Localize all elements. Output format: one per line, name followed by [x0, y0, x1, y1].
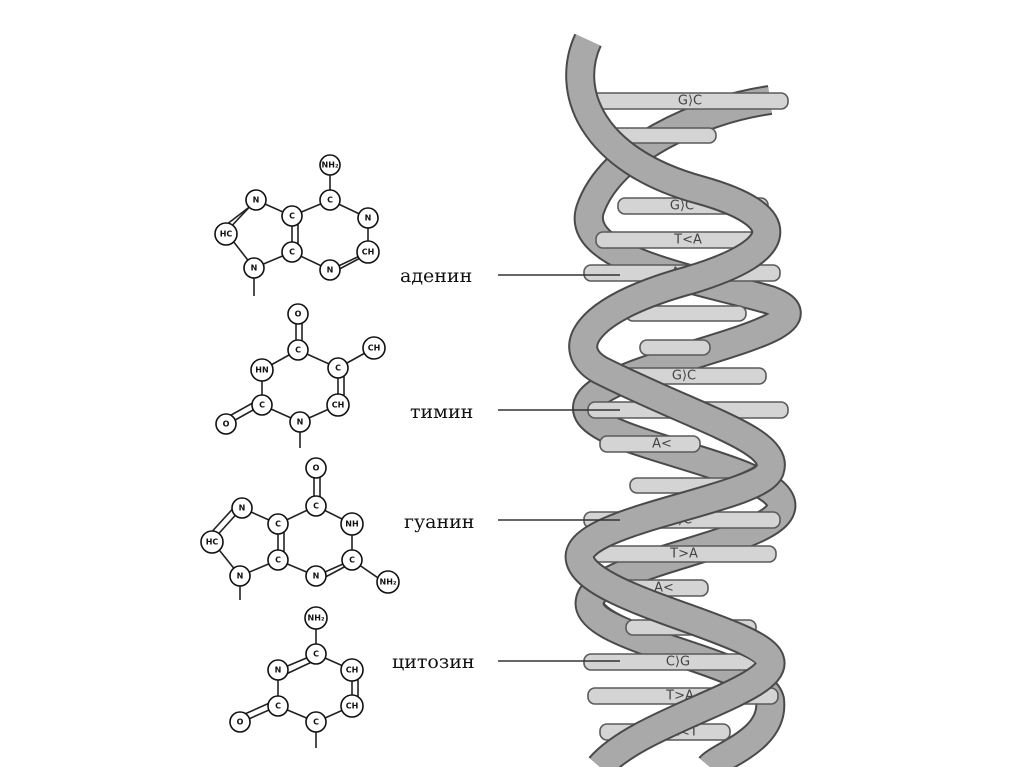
atom-c: C — [282, 206, 302, 226]
atom-nh2: NH₂ — [320, 155, 340, 175]
svg-text:C: C — [259, 401, 265, 410]
svg-text:NH₂: NH₂ — [380, 578, 397, 587]
base-pair: G⟩C — [588, 93, 788, 109]
atom-o: O — [230, 712, 250, 732]
atom-n: N — [320, 260, 340, 280]
atom-o: O — [306, 458, 326, 478]
svg-text:N: N — [275, 666, 282, 675]
atom-ch: CH — [363, 337, 385, 359]
svg-text:G⟩C: G⟩C — [672, 369, 696, 384]
svg-text:T>A: T>A — [669, 547, 698, 562]
atom-c: C — [306, 644, 326, 664]
atom-n: N — [244, 258, 264, 278]
base-pair: T>A — [586, 546, 776, 562]
atom-ch: CH — [327, 394, 349, 416]
svg-text:O: O — [313, 464, 320, 473]
svg-text:O: O — [223, 420, 230, 429]
atom-c: C — [342, 550, 362, 570]
atom-ch: CH — [341, 659, 363, 681]
atom-n: N — [230, 566, 250, 586]
thymine-structure: O C CH HN C C CH O N — [216, 304, 385, 448]
atom-hn: HN — [251, 359, 273, 381]
svg-text:NH₂: NH₂ — [322, 161, 339, 170]
dna-helix: G⟩C G⟩C T<A A⟨T G⟩C T>A A< G⟩C T>A A< C⟩… — [580, 40, 788, 767]
svg-text:CH: CH — [368, 344, 381, 353]
atom-n: N — [290, 412, 310, 432]
base-pair: A< — [600, 436, 700, 452]
atom-c: C — [328, 358, 348, 378]
svg-text:CH: CH — [346, 702, 359, 711]
atom-nh2: NH₂ — [377, 571, 399, 593]
atom-hc: HC — [215, 223, 237, 245]
adenine-structure: NH₂ C N N C HC C CH N N — [215, 155, 379, 296]
atom-hc: HC — [201, 531, 223, 553]
svg-text:C: C — [313, 718, 319, 727]
svg-text:C: C — [289, 248, 295, 257]
svg-text:HC: HC — [206, 538, 219, 547]
svg-text:C: C — [289, 212, 295, 221]
atom-nh2: NH₂ — [305, 607, 327, 629]
svg-text:N: N — [239, 504, 246, 513]
atom-c: C — [288, 340, 308, 360]
svg-text:CH: CH — [362, 248, 375, 257]
label-adenine-text: аденин — [400, 265, 472, 287]
guanine-structure: O C N NH C HC C C N N NH₂ — [201, 458, 399, 600]
atom-o: O — [216, 414, 236, 434]
svg-text:CH: CH — [346, 666, 359, 675]
svg-text:N: N — [313, 572, 320, 581]
svg-text:HN: HN — [255, 366, 268, 375]
atom-ch: CH — [357, 241, 379, 263]
svg-text:C: C — [313, 650, 319, 659]
atom-n: N — [268, 660, 288, 680]
svg-text:N: N — [253, 196, 260, 205]
base-pair — [640, 340, 710, 355]
svg-text:NH: NH — [345, 520, 358, 529]
atom-c: C — [320, 190, 340, 210]
svg-text:N: N — [251, 264, 258, 273]
svg-text:C: C — [275, 520, 281, 529]
svg-text:O: O — [295, 310, 302, 319]
atom-c: C — [268, 514, 288, 534]
label-cytosine-text: цитозин — [392, 651, 475, 673]
atom-ch: CH — [341, 695, 363, 717]
atom-n: N — [306, 566, 326, 586]
svg-text:A<: A< — [652, 437, 672, 452]
svg-text:O: O — [237, 718, 244, 727]
atom-c: C — [252, 395, 272, 415]
svg-text:N: N — [365, 214, 372, 223]
svg-text:N: N — [237, 572, 244, 581]
svg-text:C: C — [327, 196, 333, 205]
atom-c: C — [282, 242, 302, 262]
atom-n: N — [246, 190, 266, 210]
svg-text:N: N — [297, 418, 304, 427]
atom-o: O — [288, 304, 308, 324]
atom-n: C — [306, 712, 326, 732]
label-guanine-text: гуанин — [404, 511, 474, 533]
svg-text:C: C — [349, 556, 355, 565]
atom-c: C — [306, 496, 326, 516]
svg-text:C: C — [275, 556, 281, 565]
svg-text:C: C — [313, 502, 319, 511]
svg-text:HC: HC — [220, 230, 233, 239]
svg-text:G⟩C: G⟩C — [678, 94, 702, 109]
svg-text:N: N — [327, 266, 334, 275]
svg-text:C: C — [275, 702, 281, 711]
atom-n: N — [358, 208, 378, 228]
svg-text:CH: CH — [332, 401, 345, 410]
atom-nh: NH — [341, 513, 363, 535]
atom-c: C — [268, 550, 288, 570]
svg-text:NH₂: NH₂ — [308, 614, 325, 623]
atom-c: C — [268, 696, 288, 716]
atom-n: N — [232, 498, 252, 518]
svg-text:C: C — [295, 346, 301, 355]
svg-text:C⟩G: C⟩G — [666, 655, 690, 670]
cytosine-structure: NH₂ N C CH C CH O C — [230, 607, 363, 748]
label-thymine-text: тимин — [410, 401, 473, 423]
svg-text:T<A: T<A — [673, 233, 702, 248]
svg-text:C: C — [335, 364, 341, 373]
